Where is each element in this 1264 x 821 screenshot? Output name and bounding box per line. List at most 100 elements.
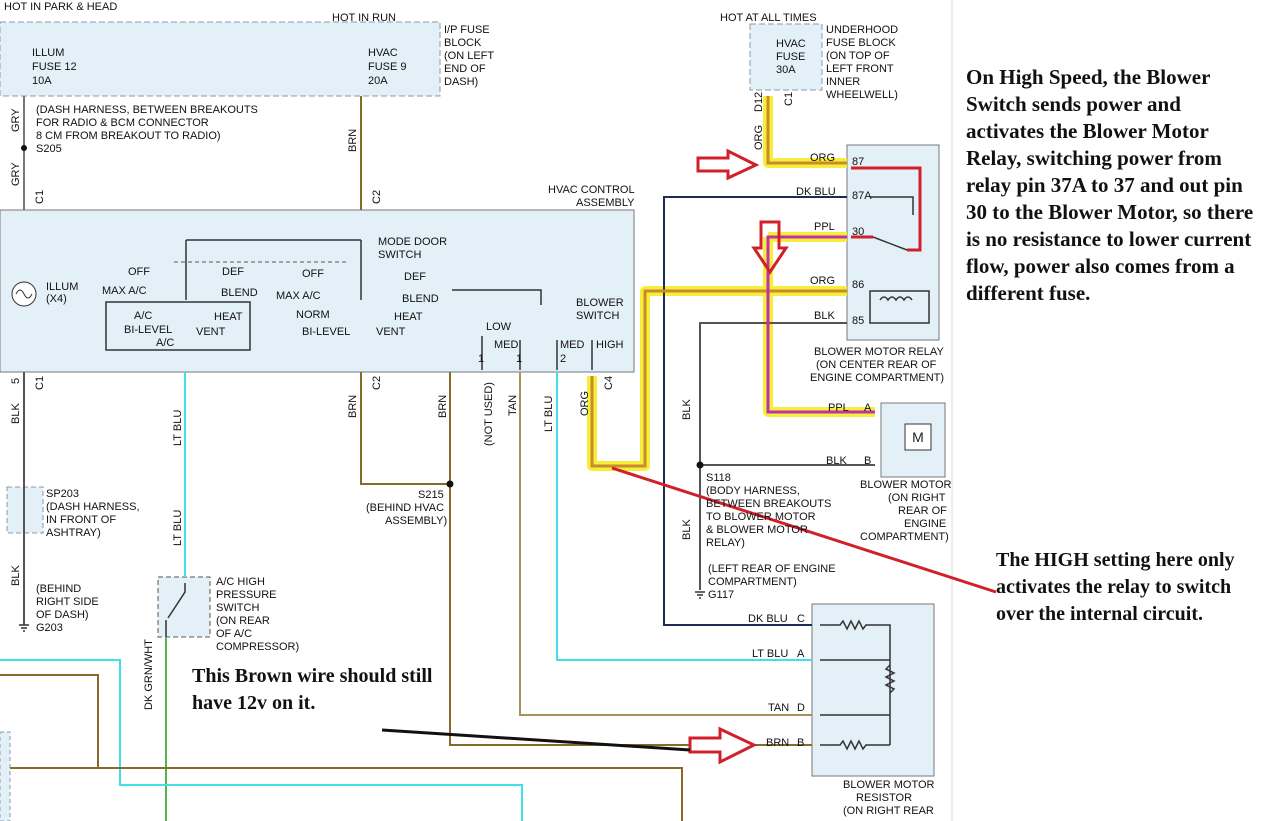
motor-5: COMPARTMENT) <box>860 531 949 543</box>
g203-2: RIGHT SIDE <box>36 596 99 608</box>
pin-87: 87 <box>852 156 864 168</box>
ltblu-a-label: LT BLU <box>752 648 788 660</box>
pointer-line-high <box>611 466 997 594</box>
g117-1: (LEFT REAR OF ENGINE <box>708 563 836 575</box>
tan-vert: TAN <box>507 395 519 416</box>
dk-grn-wht: DK GRN/WHT <box>143 639 155 710</box>
sp203-2: (DASH HARNESS, <box>46 501 140 513</box>
sp203-1: SP203 <box>46 488 79 500</box>
blk-4: BLK <box>681 519 693 540</box>
sp203-3: IN FRONT OF <box>46 514 116 526</box>
pin-85: 85 <box>852 315 864 327</box>
diagram-labels: HOT IN PARK & HEAD ILLUM FUSE 12 10A HOT… <box>4 1 952 817</box>
mode-door-1: MODE DOOR <box>378 236 447 248</box>
illum-label: ILLUM <box>46 281 78 293</box>
pin-b-motor: B <box>864 455 871 467</box>
black-pointer-line <box>381 728 691 752</box>
org-wire-87 <box>766 96 847 165</box>
annotation-high-setting: The HIGH setting here only activates the… <box>996 549 1235 625</box>
off-right: OFF <box>302 268 324 280</box>
fuse-all-l2: FUSE <box>776 51 805 63</box>
heat-left: HEAT <box>214 311 243 323</box>
s118-6: RELAY) <box>706 537 745 549</box>
pin2-label: 2 <box>560 353 566 365</box>
hvac-assy-1: HVAC CONTROL <box>548 184 635 196</box>
pin-87a: 87A <box>852 190 872 202</box>
brn-1: BRN <box>347 129 359 152</box>
ppl-30-label: PPL <box>814 221 835 233</box>
motor-2: (ON RIGHT <box>888 492 946 504</box>
org-87-label: ORG <box>810 152 835 164</box>
fuse-park-l2: FUSE 12 <box>32 61 77 73</box>
g203-1: (BEHIND <box>36 583 81 595</box>
s118-4: TO BLOWER MOTOR <box>706 511 816 523</box>
pin1-label: 1 <box>478 353 484 365</box>
blend-left: BLEND <box>221 287 258 299</box>
mode-door-2: SWITCH <box>378 249 421 261</box>
fuse-park-l3: 10A <box>32 75 52 87</box>
motor-4: ENGINE <box>904 518 946 530</box>
arrow-org-icon <box>696 148 760 181</box>
c2-top: C2 <box>371 190 383 204</box>
fuse-park-l1: ILLUM <box>32 47 64 59</box>
relay-2: (ON CENTER REAR OF <box>816 359 937 371</box>
left-edge-box <box>0 731 11 821</box>
annotation-high-speed: On High Speed, the Blower Switch sends p… <box>966 65 1254 305</box>
s205-dot <box>21 145 27 151</box>
x4-label: (X4) <box>46 293 67 305</box>
tan-wire <box>519 372 812 716</box>
s118-2: (BODY HARNESS, <box>706 485 800 497</box>
ac-sw-5: OF A/C <box>216 628 252 640</box>
resistor-2: RESISTOR <box>856 792 912 804</box>
org-vert: ORG <box>753 125 765 150</box>
ac-left: A/C <box>134 310 152 322</box>
blower-sw-2: SWITCH <box>576 310 619 322</box>
g203-3: OF DASH) <box>36 609 89 621</box>
left-fuse-block <box>0 21 441 97</box>
pin-a-motor: A <box>864 402 872 414</box>
underhood-l4: LEFT FRONT <box>826 63 894 75</box>
relay-3: ENGINE COMPARTMENT) <box>810 372 944 384</box>
resistor-3: (ON RIGHT REAR <box>843 805 934 817</box>
fuse-run-l2: FUSE 9 <box>368 61 407 73</box>
relay-internals <box>869 196 930 324</box>
underhood-l3: (ON TOP OF <box>826 50 890 62</box>
hvac-assy-2: ASSEMBLY <box>576 197 635 209</box>
g203-label: G203 <box>36 622 63 634</box>
blk-2: BLK <box>10 565 22 586</box>
relay-1: BLOWER MOTOR RELAY <box>814 346 944 358</box>
underhood-l2: FUSE BLOCK <box>826 37 896 49</box>
ground-symbols <box>19 591 705 632</box>
s118-dot <box>696 461 704 469</box>
relay-internal-red <box>851 166 922 252</box>
c1-bottom: C1 <box>34 376 46 390</box>
ip-block-l5: DASH) <box>444 76 478 88</box>
pin-b-res: B <box>797 737 804 749</box>
arrow-brn-resistor-icon <box>688 726 758 765</box>
ppl-wire <box>766 235 875 414</box>
org-86-label: ORG <box>810 275 835 287</box>
dk-blu-wire <box>663 196 847 626</box>
motor-3: REAR OF <box>898 505 947 517</box>
s205-label: S205 <box>36 143 62 155</box>
brn-3: BRN <box>437 395 449 418</box>
red-callouts <box>611 166 997 594</box>
vent-right: VENT <box>376 326 406 338</box>
dkblu-c-label: DK BLU <box>748 613 788 625</box>
pin-c-res: C <box>797 613 805 625</box>
c4-label: C4 <box>603 376 615 390</box>
blower-motor-relay-box <box>846 144 940 341</box>
blend-right: BLEND <box>402 293 439 305</box>
ac-bottom-left: A/C <box>156 337 174 349</box>
rotated-labels: GRY GRY BRN C1 C2 D12 C1 ORG BLK BLK C1 … <box>10 92 795 710</box>
max-ac-left: MAX A/C <box>102 285 147 297</box>
gry-2: GRY <box>10 162 22 186</box>
fuse-all-l3: 30A <box>776 64 796 76</box>
pin-d-res: D <box>797 702 805 714</box>
brn-wire-resistor <box>449 372 812 746</box>
underhood-fuse-box <box>749 23 823 91</box>
s215-label: S215 <box>418 489 444 501</box>
ltblu-3: LT BLU <box>543 396 555 432</box>
ip-block-l2: BLOCK <box>444 37 482 49</box>
